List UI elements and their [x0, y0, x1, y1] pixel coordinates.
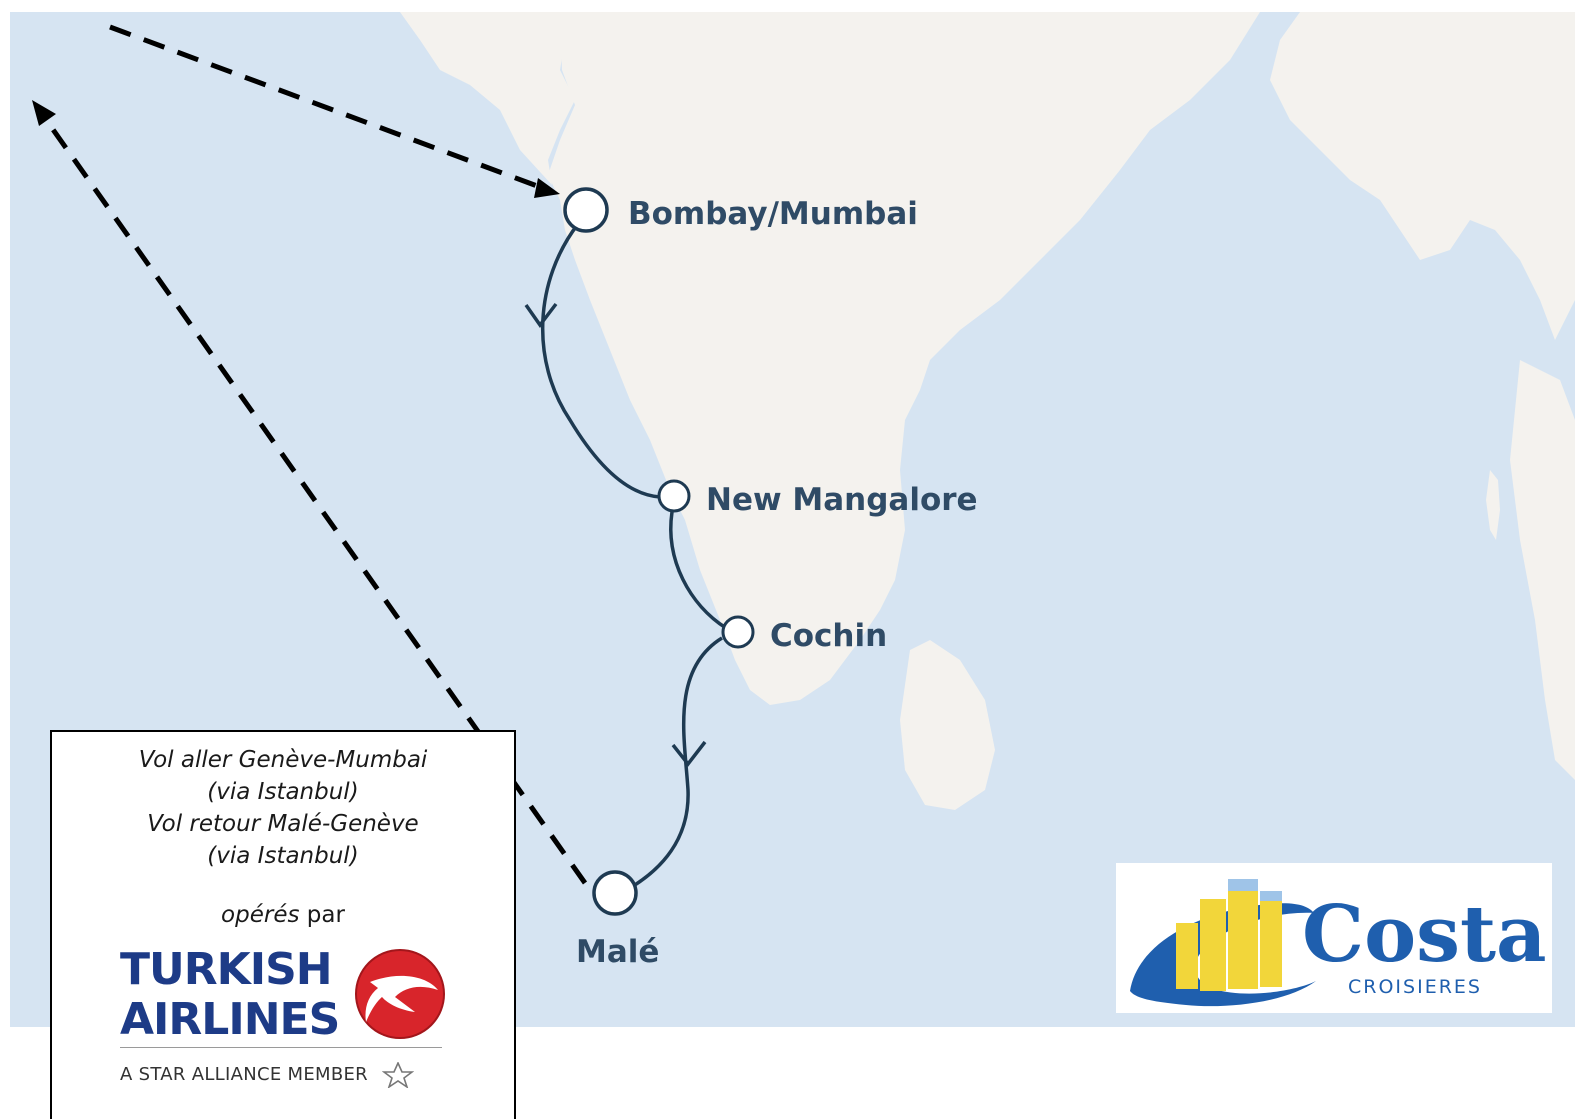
flight-info-line: (via Istanbul): [207, 843, 359, 869]
route-segment-cochin-male: [629, 636, 723, 890]
port-marker-mumbai[interactable]: [563, 187, 609, 233]
route-direction-arrow: [524, 302, 558, 328]
land-east: [1270, 12, 1575, 340]
flight-info-box: Vol aller Genève-Mumbai (via Istanbul) V…: [50, 730, 516, 1119]
costa-subtitle: CROISIERES: [1348, 976, 1482, 998]
port-marker-new-mangalore[interactable]: [657, 479, 691, 513]
port-marker-cochin[interactable]: [721, 615, 755, 649]
flight-info-line: Vol retour Malé-Genève: [147, 811, 419, 837]
port-label-new-mangalore: New Mangalore: [706, 482, 978, 518]
star-alliance-icon: [382, 1062, 415, 1088]
land-india: [548, 12, 1260, 705]
costa-swoosh-icon: [1130, 879, 1316, 1007]
costa-wordmark: Costa: [1302, 889, 1547, 980]
turkish-airlines-bird-icon: [355, 949, 445, 1039]
land-east-peninsula: [1510, 360, 1575, 780]
route-segment-mangalore-cochin: [669, 511, 727, 630]
port-label-cochin: Cochin: [770, 618, 887, 654]
logo-divider: [120, 1047, 442, 1048]
cruise-route: [524, 222, 727, 890]
port-label-male: Malé: [576, 934, 659, 970]
land-northwest: [400, 12, 575, 185]
route-segment-mumbai-mangalore: [540, 222, 661, 499]
turkish-airlines-logo: TURKISH AIRLINES: [120, 944, 445, 1042]
star-alliance-tagline: A STAR ALLIANCE MEMBER: [120, 1062, 460, 1088]
operated-by-text: opérés par: [221, 902, 345, 928]
route-direction-arrow: [671, 740, 707, 767]
flight-info-line: Vol aller Genève-Mumbai: [138, 747, 428, 773]
flight-path-outbound: [109, 24, 560, 198]
flight-info-line: (via Istanbul): [207, 779, 359, 805]
port-label-mumbai: Bombay/Mumbai: [628, 196, 918, 232]
turkish-airlines-word-1: TURKISH: [120, 944, 332, 995]
land-andaman: [1486, 470, 1500, 540]
port-marker-male[interactable]: [592, 870, 638, 916]
turkish-airlines-word-2: AIRLINES: [120, 994, 339, 1042]
costa-croisieres-logo[interactable]: Costa CROISIERES: [1116, 863, 1552, 1013]
land-sri-lanka: [900, 640, 995, 810]
